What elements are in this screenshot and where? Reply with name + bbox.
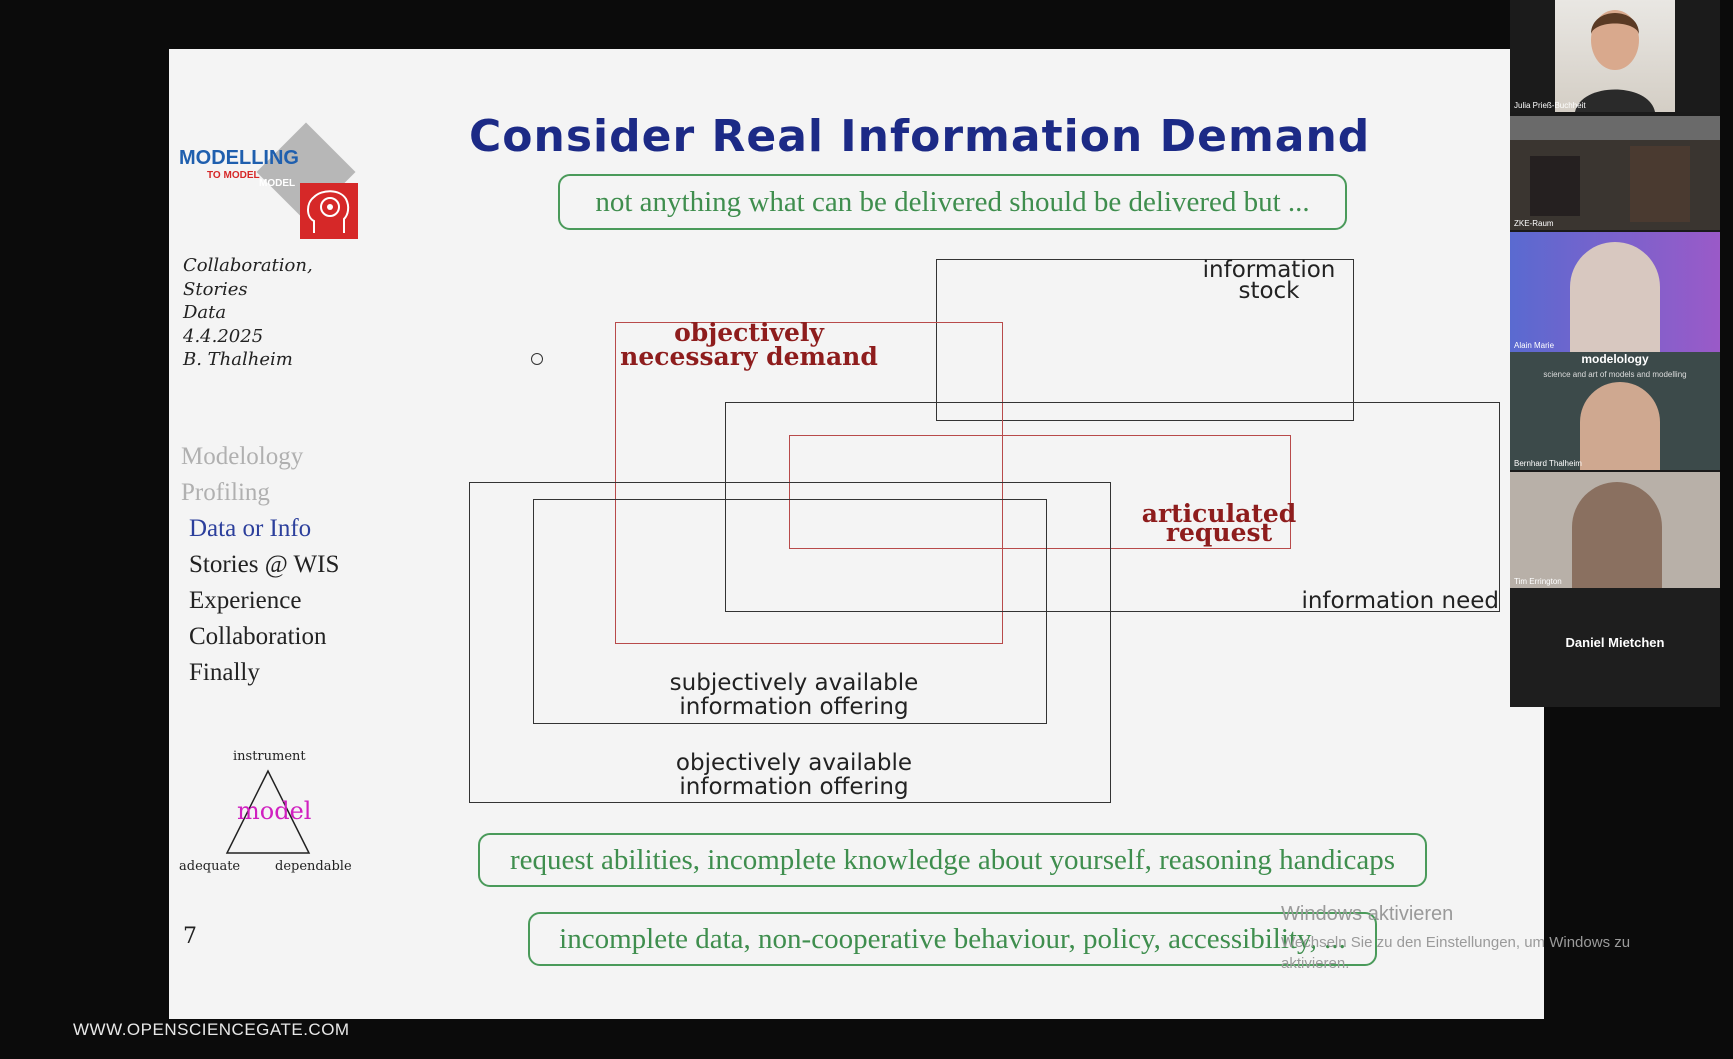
nav-item-modelology[interactable]: Modelology <box>181 443 304 470</box>
meta-line: Stories <box>183 278 248 300</box>
triangle-right-label: dependable <box>275 859 352 874</box>
triangle-top-label: instrument <box>233 749 306 764</box>
meta-line: Collaboration, <box>183 255 313 276</box>
top-note-text: not anything what can be delivered shoul… <box>595 185 1310 218</box>
participant-video <box>1580 382 1660 470</box>
label-line: objectively <box>674 318 824 347</box>
top-note-box: not anything what can be delivered shoul… <box>558 174 1347 230</box>
participant-name: Bernhard Thalheim <box>1514 459 1582 468</box>
meta-line: 4.4.2025 <box>183 325 264 347</box>
meta-line: B. Thalheim <box>183 349 293 370</box>
participant-name: Daniel Mietchen <box>1565 635 1665 650</box>
participant-tile[interactable]: Daniel Mietchen <box>1510 588 1720 707</box>
modelology-title: modelology <box>1581 352 1649 366</box>
objectively-necessary-demand-box <box>615 322 1003 644</box>
logo-text-modelling: MODELLING <box>179 147 299 169</box>
label-line: articulated <box>1141 499 1297 528</box>
nav-item-experience[interactable]: Experience <box>189 587 302 614</box>
page-number: 7 <box>183 924 197 949</box>
label-line: information offering <box>679 694 909 720</box>
articulated-request-box <box>789 435 1291 549</box>
bottom-note-2-box: incomplete data, non-cooperative behavio… <box>528 912 1377 966</box>
slide-title: Consider Real Information Demand <box>469 111 1371 162</box>
meta-line: Data <box>183 302 227 323</box>
person-silhouette-icon <box>1575 10 1655 112</box>
participant-video-panel: Julia Prieß-Buchheit ZKE-Raum Alain Mari… <box>1510 0 1720 707</box>
participant-tile[interactable]: modelology science and art of models and… <box>1510 352 1720 470</box>
modelling-logo: MODELLING TO MODEL MODEL <box>179 117 358 239</box>
nav-item-finally[interactable]: Finally <box>189 659 260 686</box>
triangle-left-label: adequate <box>179 859 241 874</box>
logo-text-to-model: TO MODEL <box>207 170 260 181</box>
information-need-label: information need <box>1301 588 1499 614</box>
mouse-cursor-icon <box>531 353 543 365</box>
articulated-request-label: articulated request <box>1139 499 1299 547</box>
participant-tile[interactable]: Tim Errington <box>1510 472 1720 588</box>
participant-name: ZKE-Raum <box>1514 219 1554 228</box>
modelology-subtitle: science and art of models and modelling <box>1543 370 1687 379</box>
objectively-available-label: objectively available information offeri… <box>629 751 959 799</box>
information-need-box <box>725 402 1500 612</box>
label-line: request <box>1165 518 1273 547</box>
bottom-note-1-box: request abilities, incomplete knowledge … <box>478 833 1427 887</box>
participant-name: Tim Errington <box>1514 577 1562 586</box>
label-line: objectively available <box>675 750 913 776</box>
site-url[interactable]: WWW.OPENSCIENCEGATE.COM <box>73 1020 350 1039</box>
watermark-title: Windows aktivieren <box>1281 903 1454 925</box>
nav-item-collaboration[interactable]: Collaboration <box>189 623 327 650</box>
participant-video <box>1572 482 1662 588</box>
participant-video <box>1570 242 1660 352</box>
nav-item-data-or-info[interactable]: Data or Info <box>189 515 312 542</box>
room-person <box>1630 146 1690 222</box>
participant-tile[interactable]: ZKE-Raum <box>1510 116 1720 230</box>
label-line: information offering <box>679 774 909 800</box>
participant-name: Julia Prieß-Buchheit <box>1514 101 1586 110</box>
participant-name: Alain Marie <box>1514 341 1555 350</box>
nav-item-profiling[interactable]: Profiling <box>181 479 270 506</box>
room-person <box>1530 156 1580 216</box>
information-stock-box <box>936 259 1354 421</box>
label-line: information <box>1202 257 1336 283</box>
windows-activation-watermark: Windows aktivieren Wechseln Sie zu den E… <box>1281 903 1661 974</box>
subjectively-available-box <box>533 499 1047 724</box>
subjectively-available-label: subjectively available information offer… <box>629 671 959 719</box>
information-stock-label: information stock <box>1199 257 1339 304</box>
label-line: stock <box>1238 278 1300 304</box>
participant-tile[interactable]: Julia Prieß-Buchheit <box>1510 0 1720 112</box>
room-video-strip <box>1510 116 1720 140</box>
watermark-subtitle: Wechseln Sie zu den Einstellungen, um Wi… <box>1281 934 1631 972</box>
slide-navigation: Modelology Profiling Data or Info Storie… <box>181 439 339 691</box>
presentation-slide: MODELLING TO MODEL MODEL Consider Real I… <box>169 49 1544 1019</box>
objectively-available-box <box>469 482 1111 803</box>
participant-tile[interactable]: Alain Marie <box>1510 232 1720 352</box>
triangle-center-label: model <box>237 797 312 825</box>
triangle-icon <box>225 769 311 854</box>
model-triangle: instrument model adequate dependable <box>179 749 379 879</box>
brain-head-icon <box>300 183 358 239</box>
participant-video <box>1555 0 1675 112</box>
bottom-note-2-text: incomplete data, non-cooperative behavio… <box>559 922 1346 955</box>
objectively-necessary-demand-label: objectively necessary demand <box>609 318 889 371</box>
nav-item-stories[interactable]: Stories @ WIS <box>189 551 340 578</box>
slide-meta: Collaboration, Stories Data 4.4.2025 B. … <box>183 254 313 372</box>
label-line: subjectively available <box>669 670 919 696</box>
label-line: necessary demand <box>620 342 878 371</box>
logo-text-model: MODEL <box>259 178 296 189</box>
bottom-note-1-text: request abilities, incomplete knowledge … <box>509 843 1396 876</box>
